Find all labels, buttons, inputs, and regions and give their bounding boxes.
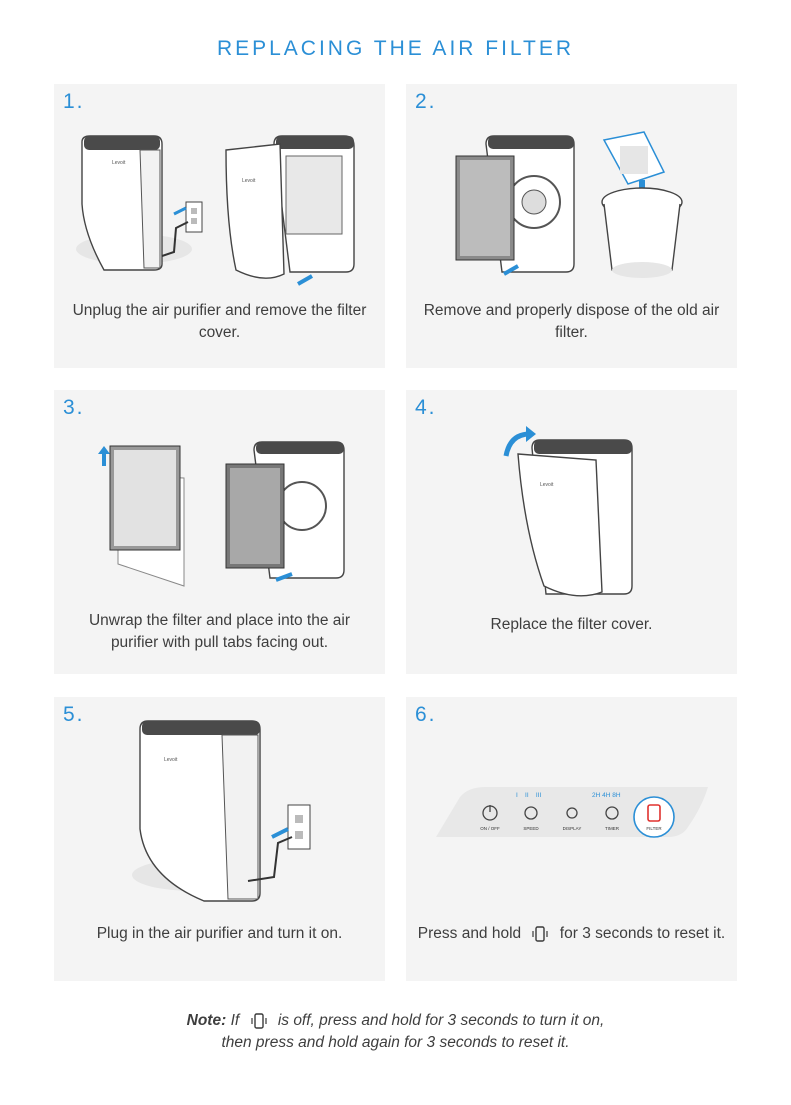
step-number: 3. [63,396,85,419]
control-panel-illustration: I II III 2H 4H 8H ON / OFF SPEED DISPLAY… [436,787,708,838]
step-caption: Unwrap the filter and place into the air… [88,612,351,651]
svg-text:Levoit: Levoit [540,482,554,488]
step-caption: Remove and properly dispose of the old a… [423,302,720,341]
step-1-illustration: Levoit Levoit [76,135,355,286]
note: Note: If is off, press and hold for 3 se… [0,1010,791,1054]
svg-text:ON / OFF: ON / OFF [480,826,500,831]
step-caption: Replace the filter cover. [490,616,653,633]
power-button[interactable]: ON / OFF [480,805,500,831]
step-3-illustration [98,441,345,587]
step-2-card: 2. Remove and properly dispose of the ol… [406,84,737,368]
step-1-card: 1. Levoit Levoit Unplug the air purifier… [54,84,385,368]
speed-marks: I II III [516,792,541,799]
svg-text:Levoit: Levoit [242,178,256,184]
brand-logo: Levoit [112,160,126,166]
svg-text:FILTER: FILTER [646,826,662,831]
note-label: Note: [186,1012,227,1029]
step-2-illustration [455,131,683,278]
step-number: 5. [63,703,85,726]
display-icon [566,807,578,819]
svg-text:Levoit: Levoit [164,757,178,763]
step-6-card: 6. I II III 2H 4H 8H ON / OFF SPEED DISP… [406,697,737,981]
filter-icon [532,926,549,942]
display-button[interactable]: DISPLAY [563,807,582,831]
step-5-card: 5. Levoit Plug in the air purifier and t… [54,697,385,981]
step-5-illustration: Levoit [132,720,311,902]
timer-icon [605,806,619,820]
step-number: 1. [63,90,85,113]
step-number: 2. [415,90,437,113]
page-title: REPLACING THE AIR FILTER [216,37,575,60]
timer-marks: 2H 4H 8H [592,792,621,799]
filter-icon [250,1013,267,1029]
step-caption: Plug in the air purifier and turn it on. [96,925,343,942]
note-line-2: then press and hold again for 3 seconds … [221,1034,570,1051]
step-caption: Press and hold for 3 seconds to reset it… [417,925,726,942]
step-number: 4. [415,396,437,419]
svg-text:TIMER: TIMER [605,826,620,831]
step-caption: Unplug the air purifier and remove the f… [72,302,367,341]
filter-icon [647,804,661,822]
fan-icon [524,806,538,820]
timer-button[interactable]: TIMER [605,806,620,831]
speed-button[interactable]: SPEED [523,806,539,831]
step-3-card: 3. Unwrap the filter and place into the … [54,390,385,674]
step-number: 6. [415,703,437,726]
svg-text:SPEED: SPEED [523,826,539,831]
svg-text:DISPLAY: DISPLAY [563,826,582,831]
step-4-illustration: Levoit [503,426,633,597]
step-4-card: 4. Levoit Replace the filter cover. [406,390,737,674]
filter-button[interactable]: FILTER [633,796,675,838]
